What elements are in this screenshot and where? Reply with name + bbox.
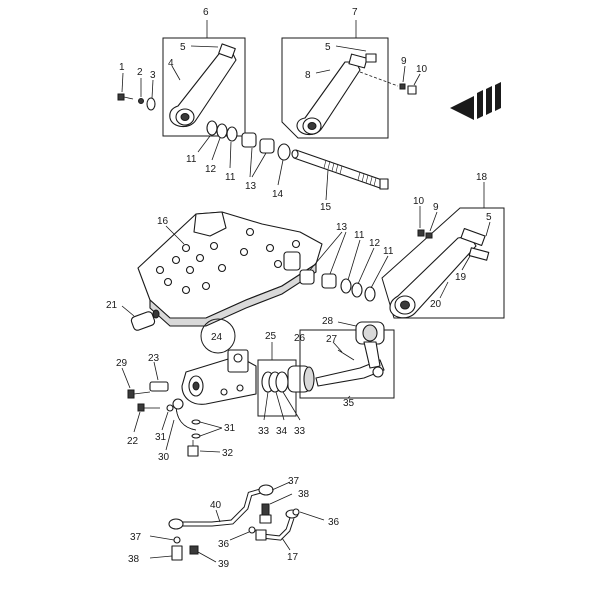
group-18-lift-arm-right-lower — [381, 182, 505, 319]
cross-shaft-15 — [291, 149, 389, 190]
callout-31-left: 31 — [155, 432, 167, 443]
callout-26: 26 — [294, 333, 306, 344]
callout-37-left: 37 — [130, 532, 142, 543]
callout-5-top-left: 5 — [180, 42, 186, 53]
washer-37-left — [173, 536, 181, 544]
callout-36-left: 36 — [218, 539, 230, 550]
callout-12-a: 12 — [205, 164, 217, 175]
callout-11-b: 11 — [225, 172, 236, 183]
bolt-9-right — [425, 232, 433, 239]
pipe-40 — [168, 484, 274, 530]
housing-bolt-holes — [155, 227, 301, 295]
callout-5-right: 5 — [486, 212, 492, 223]
washer-36-left — [248, 526, 256, 534]
callout-1: 1 — [119, 62, 125, 73]
callout-12-b: 12 — [369, 238, 381, 249]
plug-21 — [130, 309, 160, 331]
lift-arm-20 — [389, 227, 490, 319]
callout-2: 2 — [137, 67, 143, 78]
bolt-9-top — [399, 83, 406, 90]
callout-10-top: 10 — [416, 64, 428, 75]
callout-20: 20 — [430, 299, 442, 310]
callout-7: 7 — [352, 7, 358, 18]
nut-10-right — [417, 229, 425, 237]
nut-10-top — [407, 85, 417, 95]
callout-18: 18 — [476, 172, 488, 183]
bolt-1 — [117, 93, 134, 101]
rocker-28 — [355, 321, 385, 369]
o-ring-24-circle — [200, 318, 236, 354]
bolt-29 — [127, 389, 151, 399]
callout-16: 16 — [157, 216, 169, 227]
callout-25: 25 — [265, 331, 277, 342]
callout-4: 4 — [168, 58, 174, 69]
callout-5-top-right: 5 — [325, 42, 331, 53]
piston-seal-box-25 — [257, 359, 297, 417]
callout-14: 14 — [272, 189, 284, 200]
callout-3: 3 — [150, 70, 156, 81]
callout-28: 28 — [322, 316, 334, 327]
callout-39: 39 — [218, 559, 230, 570]
bolt-22 — [137, 403, 160, 412]
callout-11-a: 11 — [186, 154, 197, 165]
callout-13-b: 13 — [336, 222, 348, 233]
callout-13-a: 13 — [245, 181, 257, 192]
callout-38-left: 38 — [128, 554, 140, 565]
callout-33-left: 33 — [258, 426, 270, 437]
union-38-left — [171, 545, 183, 561]
callout-30: 30 — [158, 452, 170, 463]
lift-arm-4 — [169, 43, 237, 128]
washer-2 — [138, 98, 144, 104]
union-32 — [187, 440, 199, 457]
callout-10-right: 10 — [413, 196, 425, 207]
lift-arm-8 — [296, 53, 377, 136]
washer-31-left — [166, 404, 174, 412]
seal-ring-row-top — [206, 120, 291, 161]
callout-40: 40 — [210, 500, 222, 511]
callout-11-c: 11 — [354, 230, 365, 241]
callout-34: 34 — [276, 426, 288, 437]
washer-36-right — [292, 508, 300, 516]
callout-9-top: 9 — [401, 56, 407, 67]
callout-37-right: 37 — [288, 476, 300, 487]
callout-38-right: 38 — [298, 489, 310, 500]
callout-31-right: 31 — [224, 423, 236, 434]
lift-housing-16 — [137, 211, 323, 327]
pipe-30 — [172, 398, 197, 431]
callout-22: 22 — [127, 436, 139, 447]
callout-9-right: 9 — [433, 202, 439, 213]
callout-8: 8 — [305, 70, 311, 81]
callout-29: 29 — [116, 358, 128, 369]
connecting-rod-box-35 — [299, 321, 395, 399]
callout-24: 24 — [211, 332, 223, 343]
callout-32: 32 — [222, 448, 234, 459]
callout-19: 19 — [455, 272, 467, 283]
callout-21: 21 — [106, 300, 118, 311]
group-6-lift-arm-left — [162, 20, 246, 137]
callout-15: 15 — [320, 202, 332, 213]
front-direction-arrow-icon — [450, 82, 501, 120]
callout-6: 6 — [203, 7, 209, 18]
piston-26 — [287, 365, 315, 393]
stud-23 — [149, 381, 169, 392]
union-39 — [189, 545, 199, 555]
pin-27 — [337, 349, 355, 361]
banjo-bolt-38-right — [259, 503, 272, 524]
callout-11-d: 11 — [383, 246, 394, 257]
callout-27: 27 — [326, 334, 338, 345]
callout-33-right: 33 — [294, 426, 306, 437]
callout-23: 23 — [148, 353, 160, 364]
callout-17: 17 — [287, 552, 299, 563]
callout-labels: 1 2 3 4 5 6 7 5 8 9 10 11 12 11 13 14 15… — [106, 7, 492, 570]
callout-35: 35 — [343, 398, 355, 409]
washer-3 — [146, 97, 156, 111]
callout-36-right: 36 — [328, 517, 340, 528]
lift-cylinder-body — [181, 349, 257, 405]
seal-ring-row-middle — [299, 269, 376, 302]
group-7-lift-arm-right — [281, 20, 399, 139]
